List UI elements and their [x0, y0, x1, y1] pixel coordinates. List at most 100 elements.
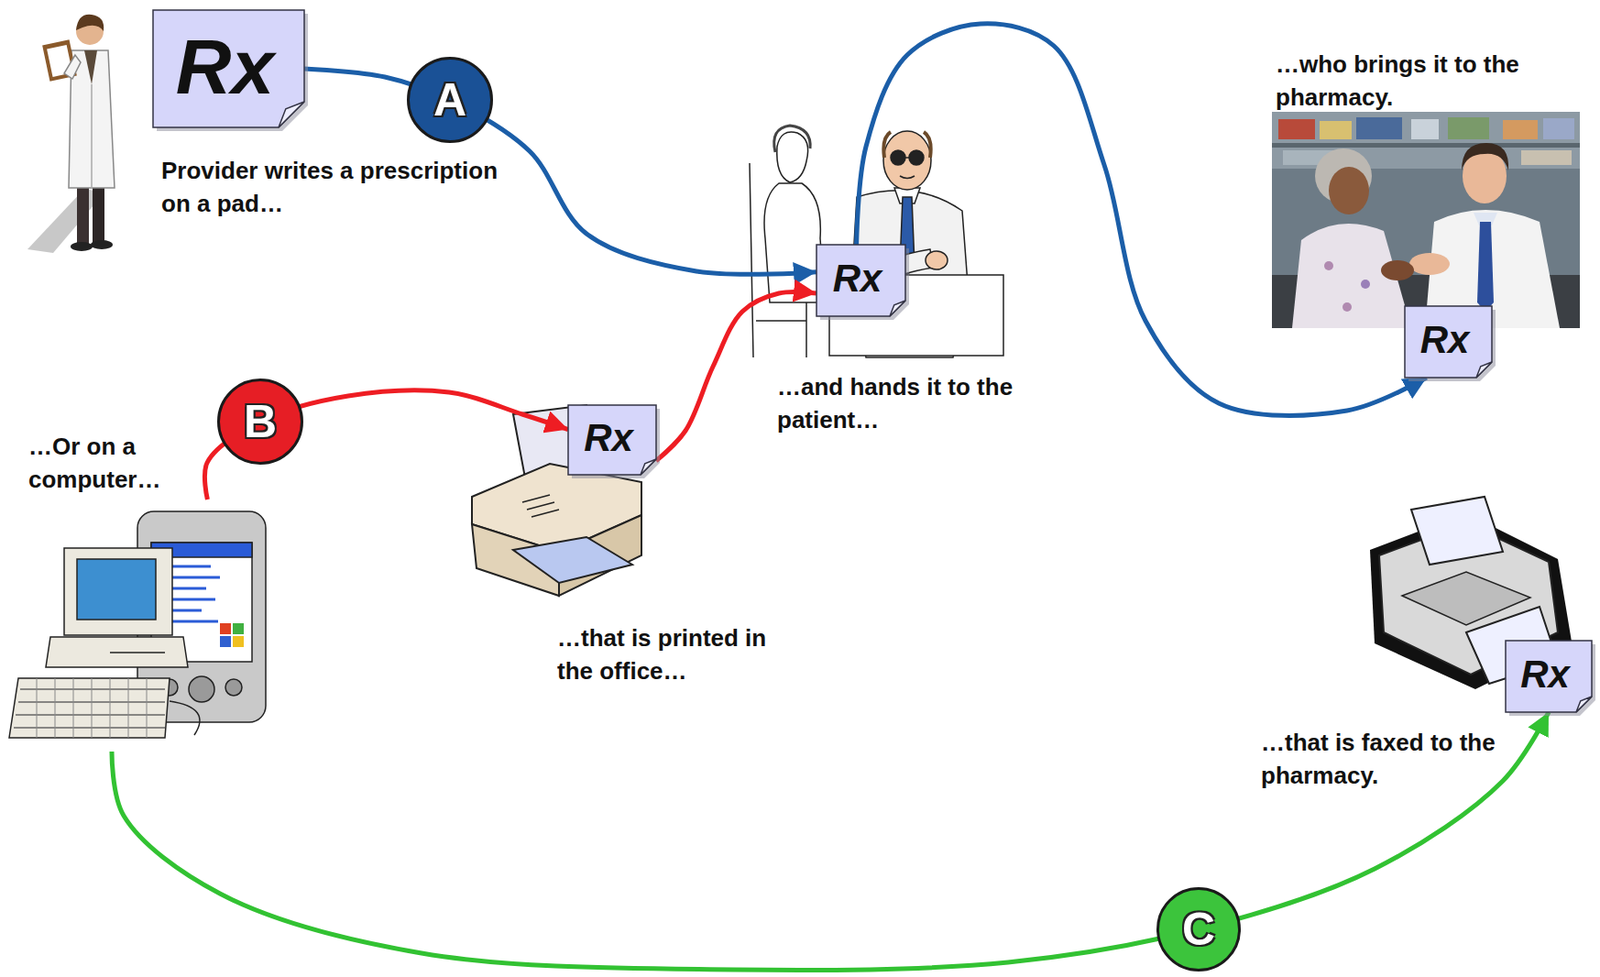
pharmacy-photo-part	[1271, 142, 1580, 148]
pharmacy-photo-part	[1477, 221, 1494, 312]
pharmacy-photo-part	[1328, 166, 1370, 215]
note-body	[153, 10, 305, 128]
step-caption: …that is faxed to the pharmacy.	[1260, 725, 1523, 792]
step-caption: …and hands it to the patient…	[777, 370, 1039, 437]
pharmacy-photo-part	[1411, 119, 1439, 140]
fax-machine-part	[1466, 606, 1558, 684]
note-shadow	[1509, 644, 1596, 716]
prescription-note: Rx	[1505, 640, 1592, 713]
computer-illustration-part	[219, 623, 231, 635]
step-caption: …that is printed in the office…	[557, 621, 800, 688]
provider-figure-part	[64, 54, 81, 79]
step-caption: …who brings it to the pharmacy.	[1275, 47, 1551, 114]
office-printer-part	[522, 494, 559, 517]
fax-machine	[1369, 496, 1572, 690]
note-body	[1404, 306, 1492, 378]
flow-arrow	[856, 23, 1427, 417]
pharmacy-photo-part	[1502, 120, 1538, 140]
computer-illustration-part	[45, 636, 188, 668]
note-outline	[816, 244, 906, 317]
prescription-note: Rx	[568, 405, 657, 475]
prescription-note: Rx	[1404, 306, 1492, 378]
step-caption: Provider writes a prescription on a pad…	[161, 153, 501, 220]
patient-doctor-scene-part	[764, 183, 825, 303]
computer-station: …Or on a computer…	[5, 499, 272, 752]
patient-doctor-scene-part	[829, 274, 1004, 356]
office-printer	[471, 405, 642, 596]
patient-doctor-scene-part	[925, 251, 948, 270]
computer-illustration-part	[76, 558, 156, 620]
patient-doctor-scene-part	[774, 125, 811, 153]
pharmacy-photo-part	[1543, 118, 1575, 140]
route-badge: C	[1156, 887, 1241, 972]
provider-figure-part	[90, 84, 93, 188]
note-fold	[1576, 696, 1592, 713]
pharmacy-photo-part	[1271, 111, 1580, 169]
patient-doctor-scene-part	[899, 175, 915, 179]
flow-arrow	[304, 68, 817, 274]
pharmacy-photo-part	[1521, 150, 1572, 165]
patient-doctor-scene-part	[890, 150, 906, 165]
note-shadow	[571, 408, 660, 479]
computer-illustration-part	[36, 678, 147, 738]
route-letter: B	[243, 398, 277, 445]
pharmacy-photo-part	[1409, 252, 1450, 275]
computer-illustration-part	[169, 701, 200, 735]
pharmacy-photo-part	[1360, 279, 1370, 289]
note-fold	[1476, 361, 1492, 378]
patient-doctor-scene	[749, 125, 1004, 358]
prescription-note: Rx	[816, 244, 906, 317]
route-letter: C	[1182, 906, 1216, 953]
note-outline	[1505, 640, 1592, 713]
computer-illustration-part	[109, 651, 165, 654]
provider-figure-part	[84, 50, 98, 85]
pharmacy-photo	[1271, 111, 1580, 329]
pharmacy-photo-part	[1461, 142, 1509, 171]
note-fold	[640, 459, 657, 475]
rx-symbol: Rx	[175, 28, 274, 106]
computer-illustration-part	[9, 678, 170, 738]
patient-doctor-scene-part	[777, 131, 809, 183]
provider-figure-part	[70, 241, 93, 252]
rx-symbol: Rx	[1420, 320, 1470, 360]
note-shadow	[156, 13, 308, 132]
note-shadow	[1408, 309, 1496, 382]
provider-figure-part	[92, 183, 105, 244]
pharmacy-photo-part	[1319, 120, 1352, 140]
office-printer-part	[513, 536, 633, 583]
provider-figure	[27, 14, 115, 253]
provider-figure-part	[90, 240, 113, 250]
note-body	[1505, 640, 1592, 713]
patient-doctor-scene-part	[909, 150, 924, 165]
route-badge: B	[217, 378, 304, 465]
note-outline	[568, 405, 657, 475]
pharmacy-photo-part	[1342, 302, 1352, 312]
prescription-note: Rx	[153, 10, 305, 128]
flow-arrow	[656, 292, 817, 461]
patient-doctor-scene-part	[905, 156, 910, 159]
node-caption: …Or on a computer…	[28, 429, 212, 496]
rx-symbol: Rx	[583, 418, 634, 458]
patient-doctor-scene-part	[883, 131, 931, 158]
note-fold	[889, 300, 906, 317]
pharmacy-photo-part	[1447, 117, 1490, 140]
rx-symbol: Rx	[832, 259, 883, 298]
computer-illustration-part	[219, 635, 231, 647]
flow-arrow	[204, 390, 569, 500]
note-fold	[278, 101, 305, 128]
computer-illustration-part	[188, 676, 215, 702]
route-badge: A	[406, 56, 494, 143]
pharmacy-photo-part	[1380, 260, 1414, 281]
pharmacy-photo-part	[1324, 261, 1334, 271]
patient-doctor-scene-part	[883, 131, 932, 190]
computer-illustration-part	[232, 623, 244, 635]
pharmacy-photo-part	[1271, 111, 1580, 329]
pharmacy-photo-part	[1356, 117, 1403, 140]
flow-arrow	[111, 712, 1549, 971]
computer-illustration-part	[64, 547, 173, 636]
route-letter: A	[433, 76, 467, 123]
